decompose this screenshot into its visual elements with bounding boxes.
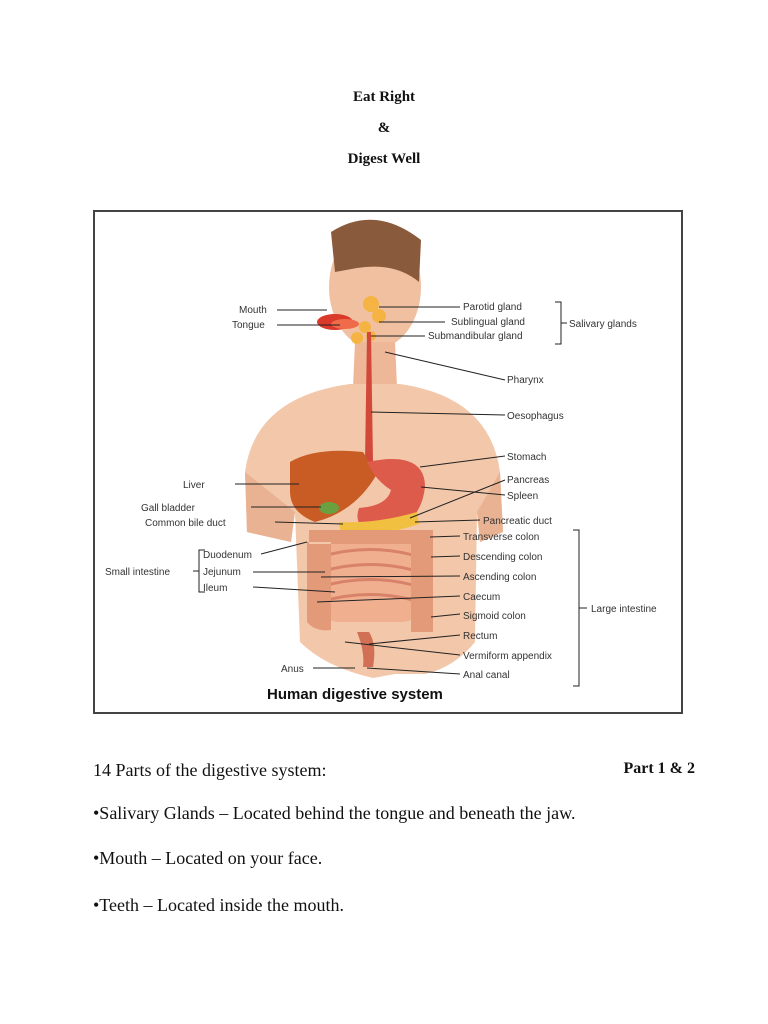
label-liver: Liver [183, 480, 205, 491]
doc-title-line-3: Digest Well [347, 151, 421, 167]
gall-bladder-shape [319, 502, 339, 514]
label-duodenum: Duodenum [203, 550, 252, 561]
label-anus: Anus [281, 664, 304, 675]
label-large-intestine: Large intestine [591, 604, 657, 615]
label-vermiform-appendix: Vermiform appendix [463, 651, 552, 662]
label-pancreas: Pancreas [507, 475, 549, 486]
label-stomach: Stomach [507, 452, 546, 463]
tongue-shape [331, 319, 359, 329]
label-sigmoid-colon: Sigmoid colon [463, 611, 526, 622]
label-pancreatic-duct: Pancreatic duct [483, 516, 552, 527]
label-spleen: Spleen [507, 491, 538, 502]
small-intestine-shape [310, 542, 430, 622]
label-anal-canal: Anal canal [463, 670, 510, 681]
section-part-label: Part 1 & 2 [623, 760, 695, 777]
digestive-system-figure: Mouth Tongue Liver Gall bladder Common b… [93, 210, 683, 714]
section-heading-text: 14 Parts of the digestive system: [93, 760, 327, 780]
list-item: •Salivary Glands – Located behind the to… [93, 803, 576, 823]
oesophagus-shape [365, 332, 373, 462]
digestive-system-illustration: Mouth Tongue Liver Gall bladder Common b… [105, 219, 657, 703]
label-small-intestine: Small intestine [105, 567, 170, 578]
label-tongue: Tongue [232, 320, 265, 331]
section-heading: 14 Parts of the digestive system: Part 1… [93, 760, 695, 781]
leader-lines [193, 301, 587, 687]
label-caecum: Caecum [463, 592, 500, 603]
label-rectum: Rectum [463, 631, 497, 642]
label-jejunum: Jejunum [203, 567, 241, 578]
list-item: •Teeth – Located inside the mouth. [93, 895, 344, 915]
label-common-bile-duct: Common bile duct [145, 518, 226, 529]
label-parotid-gland: Parotid gland [463, 302, 522, 313]
label-transverse-colon: Transverse colon [463, 532, 539, 543]
label-ileum: Ileum [203, 583, 227, 594]
figure-caption: Human digestive system [267, 686, 443, 703]
list-item: •Mouth – Located on your face. [93, 848, 323, 868]
pancreas-shape [339, 512, 419, 535]
rectum-shape [357, 632, 375, 667]
label-submandibular-gland: Submandibular gland [428, 331, 523, 342]
large-intestine-shape [307, 530, 433, 632]
label-sublingual-gland: Sublingual gland [451, 317, 525, 328]
doc-title-line-2: & [377, 120, 391, 136]
label-ascending-colon: Ascending colon [463, 572, 536, 583]
label-oesophagus: Oesophagus [507, 411, 564, 422]
doc-title-line-1: Eat Right [352, 89, 416, 105]
liver-shape [290, 450, 377, 522]
label-mouth: Mouth [239, 305, 267, 316]
label-gall-bladder: Gall bladder [141, 503, 196, 514]
label-pharynx: Pharynx [507, 375, 544, 386]
label-descending-colon: Descending colon [463, 552, 543, 563]
label-salivary-glands: Salivary glands [569, 319, 637, 330]
